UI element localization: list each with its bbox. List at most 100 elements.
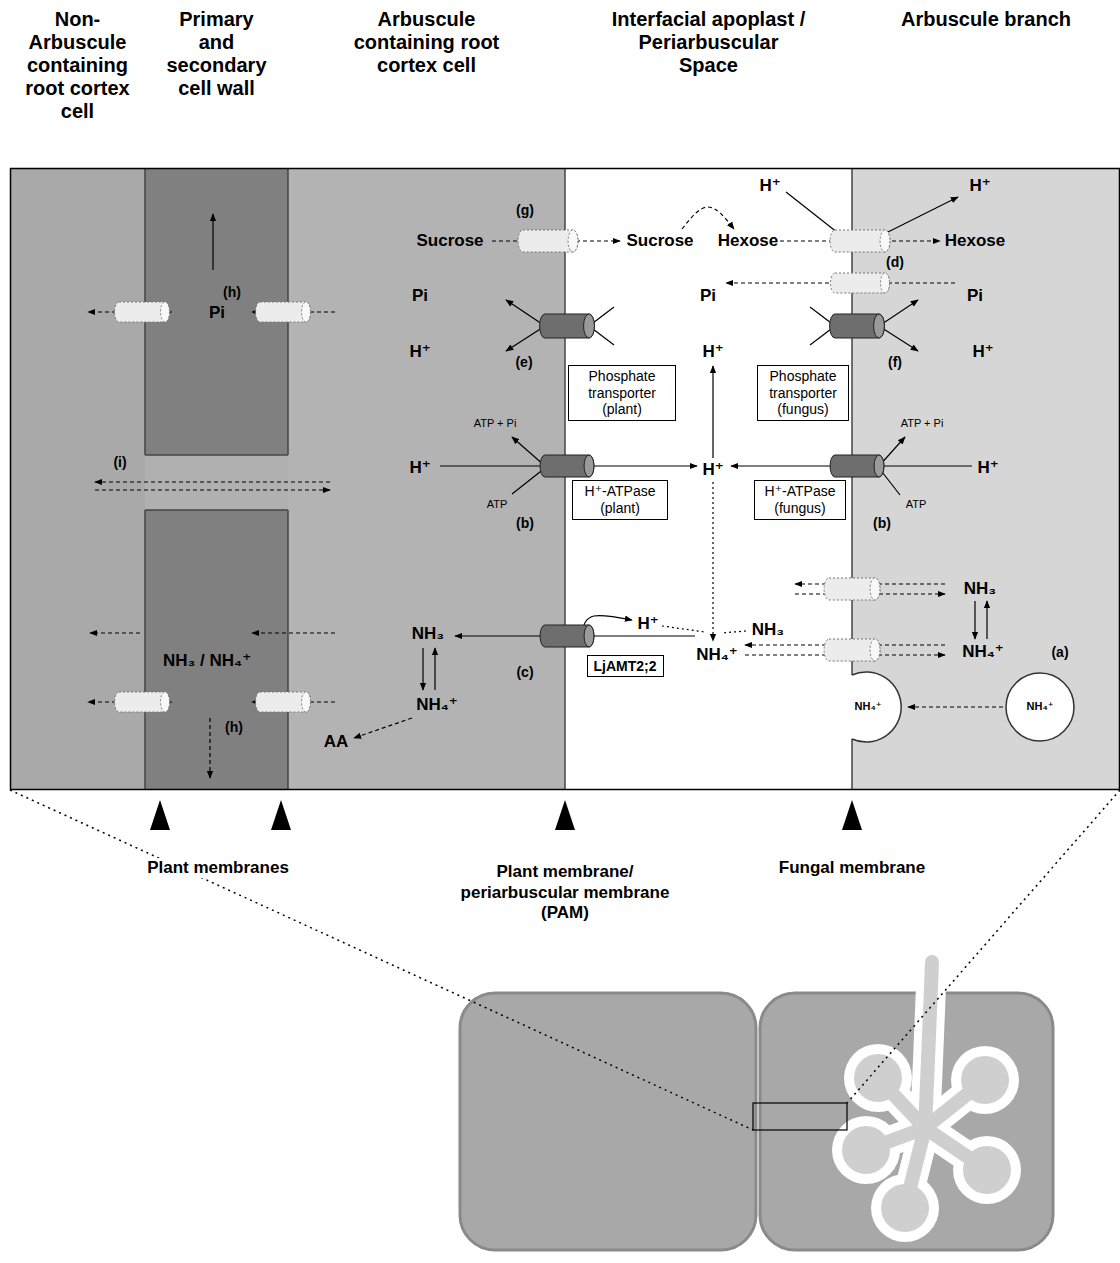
heading-holder: Arbuscule containing root cortex cell [342,8,512,77]
callout-letter: (d) [886,254,904,271]
label-holder: H⁺ [972,342,993,362]
callout-letter: (b) [873,515,891,532]
arbuscule-lobe [842,1126,890,1174]
chemical-label: Pi [700,286,716,306]
label-holder: Plant membranes [144,858,292,878]
label-holder: H⁺ [702,460,723,480]
chemical-label: Sucrose [626,231,693,251]
label-holder: H⁺ [409,458,430,478]
chemical-label: Pi [967,286,983,306]
cylinder-body [830,455,884,477]
label-holder: H⁺ [969,176,990,196]
label-holder: Pi [412,286,428,306]
vesicle-content-label: NH₄⁺ [855,700,882,713]
membrane-label: Fungal membrane [779,858,925,878]
cylinder-body [518,230,578,252]
reaction-label: ATP + Pi [901,417,944,430]
cylinder-cap [874,455,884,477]
label-holder: (g) [516,202,534,219]
cylinder-body [115,302,170,322]
callout-letter: (i) [113,454,126,471]
flux-arrow [212,214,213,270]
chemical-label: NH₃ / NH₄⁺ [163,651,251,671]
arbuscule-lobe [881,1184,929,1232]
label-holder: Pi [209,303,225,323]
cylinder-body [824,578,880,600]
label-holder: H⁺ [759,176,780,196]
chemical-label: NH₃ [412,624,444,644]
chemical-label: AA [324,732,349,752]
label-holder: (e) [515,354,532,371]
label-holder: NH₄⁺ [962,642,1004,662]
chemical-label: NH₄⁺ [696,645,738,665]
label-holder: ATP [487,498,508,511]
label-holder: Hexose [718,231,778,251]
membrane-pointer [150,800,170,830]
arbuscule-trunk [925,962,932,1128]
membrane-line [145,509,288,511]
callout-letter: (b) [516,515,534,532]
arbuscule-lobe [963,1146,1011,1194]
label-holder: ATP + Pi [901,417,944,430]
label-holder: Hexose [945,231,1005,251]
chemical-label: H⁺ [977,458,998,478]
label-holder: (f) [888,354,902,371]
cylinder-cap [870,639,880,661]
flux-arrow [422,648,423,690]
transporter-protein [540,625,594,647]
label-holder: H⁺ [409,342,430,362]
chemical-label: NH₃ [964,579,996,599]
transporter-name: LjAMT2;2 [594,658,657,675]
membrane-pointer [555,800,575,830]
membrane-line [287,510,289,790]
transport-channel [115,692,170,712]
flux-arrow [434,648,435,690]
chemical-label: H⁺ [759,176,780,196]
arbuscule-lobe [854,1054,902,1102]
label-holder: NH₄⁺ [855,700,882,713]
transport-channel [824,639,880,661]
cylinder-cap [881,273,890,293]
callout-letter: (c) [516,664,533,681]
cylinder-body [256,302,311,322]
cylinder-body [830,314,885,338]
transport-channel [115,302,170,322]
transporter-box: Phosphate transporter (fungus) [757,365,849,421]
column-heading: Primary and secondary cell wall [164,8,269,100]
reaction-label: ATP [487,498,508,511]
callout-letter: (e) [515,354,532,371]
chemical-label: H⁺ [637,614,658,634]
label-holder: H⁺ [977,458,998,478]
cylinder-cap [302,692,311,712]
label-holder: (b) [873,515,891,532]
label-holder: H⁺ [637,614,658,634]
membrane-line [144,510,146,790]
transport-channel [518,230,578,252]
label-holder: Plant membrane/ periarbuscular membrane … [450,862,681,923]
cylinder-body [830,230,890,252]
transporter-box: LjAMT2;2 [587,655,664,678]
label-holder: (i) [113,454,126,471]
transporter-protein [540,314,595,338]
transporter-name: Phosphate transporter (plant) [573,368,671,418]
membrane-line [145,454,288,456]
membrane-line [564,168,566,790]
transporter-box: Phosphate transporter (plant) [568,365,676,421]
label-holder: Fungal membrane [776,858,928,878]
chemical-label: H⁺ [409,342,430,362]
cylinder-cap [568,230,578,252]
arbuscule-symbol [832,962,1021,1242]
zoom-leader [10,790,753,1130]
label-holder: NH₄⁺ [416,695,458,715]
chemical-label: H⁺ [972,342,993,362]
label-holder: Sucrose [416,231,483,251]
cylinder-body [115,692,170,712]
periarbuscular-space-band: Interfacial apoplast / Periarbuscular Sp… [565,168,852,790]
cylinder-cap [584,625,594,647]
membrane-label: Plant membrane/ periarbuscular membrane … [453,862,678,923]
cylinder-cap [874,314,885,338]
arbuscule-lobe [871,1174,939,1242]
callout-letter: (g) [516,202,534,219]
cylinder-body [824,639,880,661]
arbuscule-lobe [961,1056,1009,1104]
